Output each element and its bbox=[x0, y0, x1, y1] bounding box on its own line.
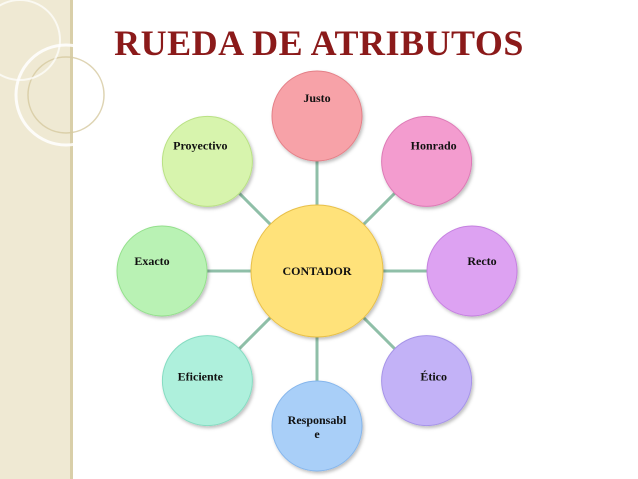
decorative-ring bbox=[14, 43, 118, 147]
node-recto-circle bbox=[426, 225, 518, 317]
center-node-group: CONTADOR bbox=[250, 204, 384, 338]
connector-proyectivo bbox=[238, 192, 272, 226]
decorative-ring bbox=[27, 56, 105, 134]
connector-eficiente bbox=[238, 316, 272, 350]
node-justo-label-line: Justo bbox=[303, 91, 330, 105]
center-node-label: CONTADOR bbox=[282, 264, 351, 278]
node-proyectivo-label-line: Proyectivo bbox=[173, 139, 227, 153]
node-responsable-label-line: Responsabl bbox=[288, 413, 347, 427]
connector-etico bbox=[362, 316, 396, 350]
node-eficiente-label-line: Eficiente bbox=[178, 369, 224, 383]
node-honrado-label-line: Honrado bbox=[411, 139, 457, 153]
node-proyectivo-circle bbox=[161, 115, 253, 207]
side-strip-border bbox=[70, 0, 73, 479]
node-etico-label: Ético bbox=[420, 369, 447, 383]
node-justo-label: Justo bbox=[303, 91, 330, 105]
node-eficiente-circle bbox=[161, 335, 253, 427]
node-honrado-circle bbox=[381, 115, 473, 207]
node-exacto-label: Exacto bbox=[134, 254, 169, 268]
node-eficiente-label: Eficiente bbox=[178, 369, 224, 383]
decorative-ring bbox=[0, 0, 61, 81]
node-honrado-label: Honrado bbox=[411, 139, 457, 153]
node-exacto-label-line: Exacto bbox=[134, 254, 169, 268]
node-proyectivo-label: Proyectivo bbox=[173, 139, 227, 153]
node-etico-label-line: Ético bbox=[420, 369, 447, 383]
node-etico-circle bbox=[381, 335, 473, 427]
node-exacto-circle bbox=[116, 225, 208, 317]
connector-lines bbox=[207, 161, 427, 381]
center-node-circle bbox=[250, 204, 384, 338]
node-responsable-label-line: e bbox=[314, 427, 320, 441]
node-justo-circle bbox=[271, 70, 363, 162]
node-recto-label-line: Recto bbox=[467, 254, 496, 268]
connector-honrado bbox=[362, 192, 396, 226]
node-responsable-circle bbox=[271, 380, 363, 472]
slide-title: RUEDA DE ATRIBUTOS bbox=[114, 23, 524, 63]
node-recto-label: Recto bbox=[467, 254, 496, 268]
